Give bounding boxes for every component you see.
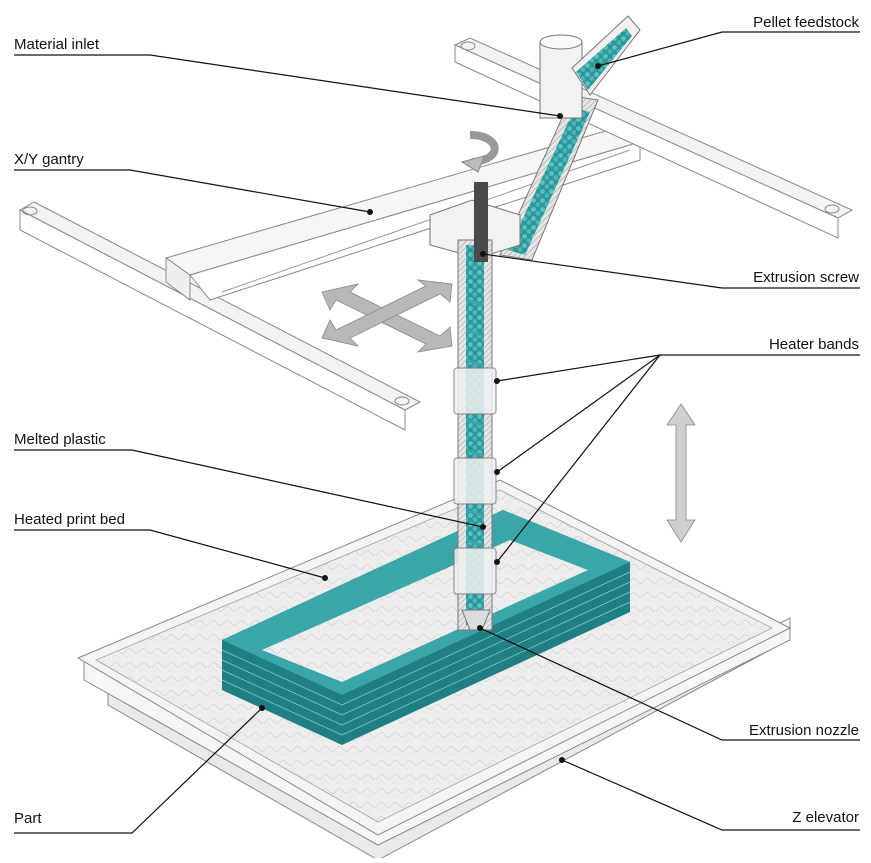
label-melted-plastic: Melted plastic [14, 431, 106, 448]
part [221, 510, 631, 745]
label-pellet-feedstock: Pellet feedstock [753, 14, 859, 31]
label-material-inlet: Material inlet [14, 36, 100, 53]
label-extrusion-screw: Extrusion screw [753, 269, 859, 286]
xy-motion-arrows [321, 279, 453, 353]
label-heated-print-bed: Heated print bed [14, 511, 125, 528]
extruder-assembly [429, 15, 641, 631]
rotation-arrow-icon [460, 130, 499, 173]
label-z-elevator: Z elevator [792, 809, 859, 826]
z-motion-arrow [666, 403, 696, 543]
label-heater-bands: Heater bands [768, 336, 859, 353]
leader-lines [14, 31, 860, 834]
label-part: Part [14, 810, 42, 827]
label-xy-gantry: X/Y gantry [14, 151, 84, 168]
leader-dots [259, 63, 601, 763]
label-extrusion-nozzle: Extrusion nozzle [748, 722, 859, 739]
